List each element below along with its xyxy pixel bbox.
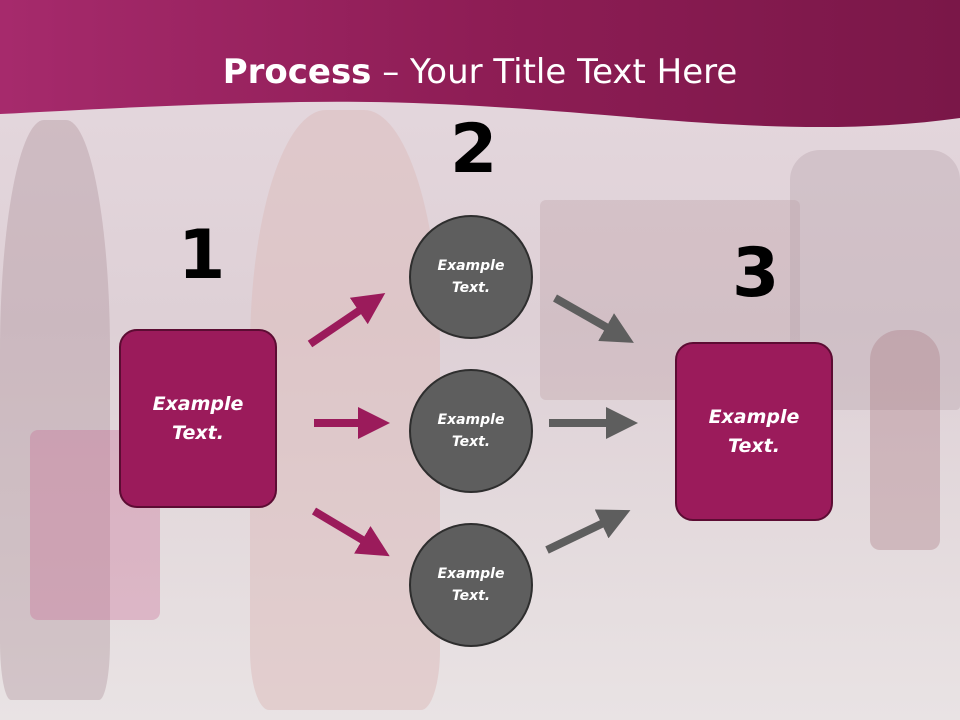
header-banner [0, 0, 960, 128]
title-bold: Process [222, 52, 372, 92]
arrow-pink-down [311, 507, 390, 557]
step-number-2: 2 [450, 110, 498, 189]
circle-top[interactable]: Example Text. [409, 215, 533, 339]
step-number-3: 3 [732, 234, 780, 313]
step-number-1: 1 [178, 216, 226, 295]
circle-bottom-line1: Example [437, 565, 505, 582]
step3-text-line1: Example [708, 406, 800, 428]
circle-top-line2: Text. [451, 280, 491, 296]
arrow-pink-up [307, 293, 386, 348]
step1-text-line1: Example [152, 393, 244, 415]
step3-box[interactable]: Example Text. [675, 342, 833, 521]
step1-box[interactable]: Example Text. [119, 329, 277, 508]
circle-middle[interactable]: Example Text. [409, 369, 533, 493]
title-rest: – Your Title Text Here [371, 52, 738, 92]
step3-text-line2: Text. [728, 434, 780, 457]
arrow-gray-up [545, 509, 631, 554]
circle-top-line1: Example [437, 257, 505, 274]
circle-bottom-line2: Text. [451, 588, 491, 604]
step1-text-line2: Text. [172, 421, 224, 444]
arrow-gray-down [553, 294, 634, 343]
circle-bottom[interactable]: Example Text. [409, 523, 533, 647]
page-title: Process – Your Title Text Here [0, 52, 960, 92]
circle-middle-line2: Text. [451, 434, 491, 450]
circle-middle-line1: Example [437, 411, 505, 428]
